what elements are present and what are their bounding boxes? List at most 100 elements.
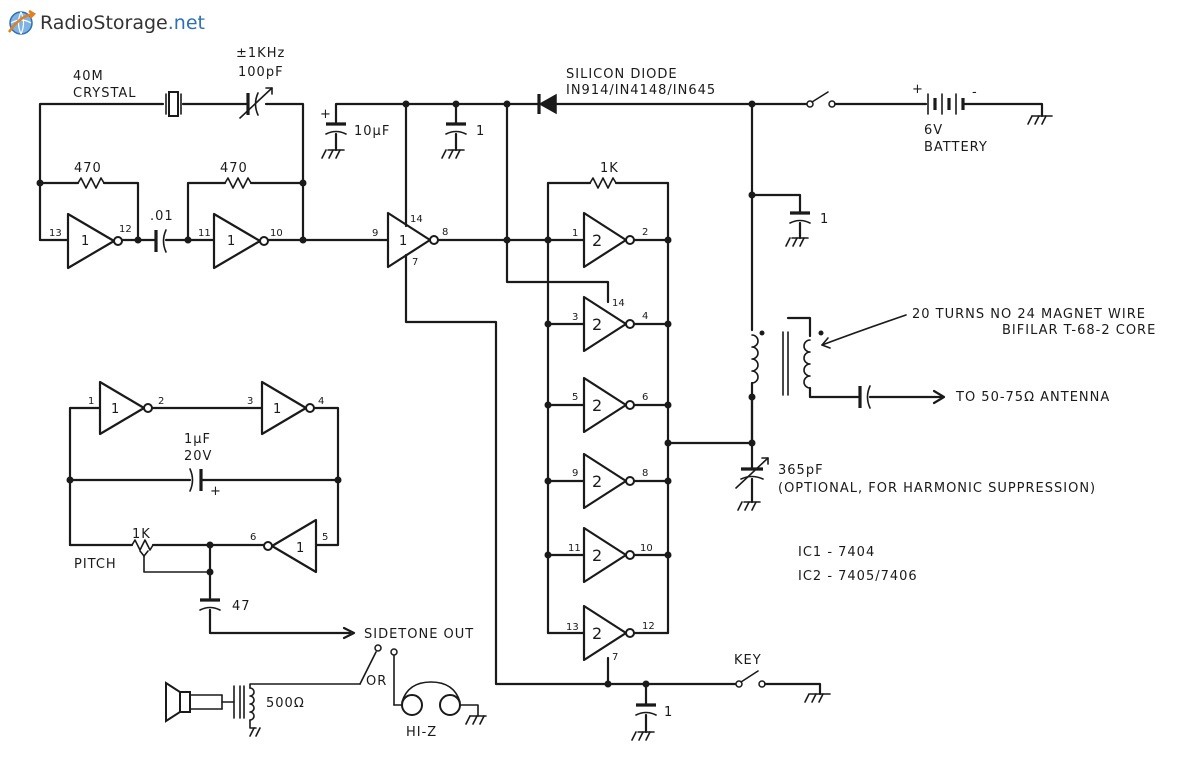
gate-label: 1 — [296, 541, 304, 556]
trimmer-capacitor-symbol — [239, 87, 273, 119]
r470-b-label: 470 — [220, 161, 248, 176]
pin-label: 10 — [270, 228, 283, 239]
pin-label: 1 — [572, 228, 578, 239]
battery-label-1: 6V — [924, 123, 943, 138]
sidetone-section: 1 1 2 1 3 4 + 1µF 20V 1 5 6 1K PITC — [66, 380, 474, 642]
pin-label: 9 — [372, 228, 378, 239]
ic2-gate-3: 2 5 6 — [546, 376, 670, 434]
pin-label: 1 — [88, 396, 94, 407]
pin-label: 8 — [442, 227, 448, 238]
ic2-driver-bank: 1K 2 1 2 2 3 4 14 2 5 6 — [436, 102, 672, 686]
hiz-label: HI-Z — [406, 725, 437, 740]
battery-minus-label: - — [972, 85, 978, 100]
output-selector-switch — [359, 644, 398, 706]
pin-label: 7 — [412, 257, 418, 268]
c1-bottom-label: 1 — [664, 705, 673, 720]
c01-label: .01 — [150, 209, 174, 224]
antenna-label: TO 50-75Ω ANTENNA — [955, 390, 1110, 405]
ground-battery — [1027, 115, 1053, 125]
pin-label: 11 — [568, 543, 581, 554]
sidetone-gate-2 — [260, 380, 308, 436]
resistor-470-b — [224, 177, 252, 189]
watermark-brand: RadioStorage — [40, 12, 168, 34]
watermark-tld: .net — [167, 12, 205, 34]
gate-label: 2 — [592, 472, 602, 491]
speaker-icon — [165, 681, 235, 723]
pin-label: 11 — [198, 228, 211, 239]
pin-label: 14 — [410, 214, 423, 225]
pitch-potentiometer — [131, 539, 154, 551]
capacitor-1uf — [189, 468, 203, 492]
r470-a-label: 470 — [74, 161, 102, 176]
c1uf-label-1: 1µF — [184, 432, 211, 447]
pin-label: 12 — [119, 224, 132, 235]
ic2-label: IC2 - 7405/7406 — [798, 569, 918, 584]
or-label: OR — [366, 674, 387, 689]
globe-arrow-icon — [7, 9, 36, 35]
battery-label-2: BATTERY — [924, 140, 988, 155]
gate-label: 2 — [592, 231, 602, 250]
pin-label: 4 — [318, 396, 324, 407]
oscillator-section: 40M CRYSTAL ±1KHz 100pF 470 470 1 13 12 … — [36, 46, 610, 686]
ic2-gate-6: 2 13 12 7 — [546, 604, 670, 663]
key-section: KEY 1 — [604, 653, 831, 741]
diode-label-2: IN914/IN4148/IN645 — [566, 83, 716, 98]
audio-transformer — [239, 683, 361, 737]
r500-label: 500Ω — [266, 696, 305, 711]
crystal-symbol — [165, 91, 182, 117]
key-switch — [735, 670, 766, 688]
gate-label: 1 — [111, 402, 119, 417]
battery-symbol — [927, 93, 965, 115]
sidetone-label: SIDETONE OUT — [364, 627, 474, 642]
supply-rail: + 10µF 1 SILICON DIODE IN914/IN4148/IN64… — [320, 67, 1053, 159]
pin-label: 8 — [642, 468, 648, 479]
diode-label-1: SILICON DIODE — [566, 67, 678, 82]
pin-label: 5 — [572, 392, 578, 403]
capacitor-output — [858, 385, 871, 409]
ic1-gate-b — [212, 212, 262, 270]
crystal-label-2: CRYSTAL — [73, 86, 137, 101]
power-switch — [806, 91, 836, 108]
coil-label-1: 20 TURNS NO 24 MAGNET WIRE — [912, 307, 1146, 322]
gate-label: 1 — [81, 234, 89, 249]
capacitor-1-bottom — [631, 682, 657, 741]
trimmer-label-1: ±1KHz — [236, 46, 285, 61]
pin-label: 12 — [642, 621, 655, 632]
ic2-gate-1: 2 1 2 — [546, 211, 670, 269]
crystal-label-1: 40M — [73, 69, 104, 84]
pin-label: 5 — [322, 532, 328, 543]
pin-label: 13 — [49, 228, 62, 239]
c1-top-label: 1 — [476, 124, 485, 139]
gate-label: 1 — [399, 234, 407, 249]
pitch-label: PITCH — [74, 557, 117, 572]
c1-right-label: 1 — [820, 212, 829, 227]
ic1-gate-a — [66, 212, 116, 270]
cap-plus-label-2: + — [210, 484, 222, 499]
pin-label: 10 — [640, 543, 653, 554]
ic2-gate-5: 2 11 10 — [546, 526, 670, 584]
diode-symbol — [537, 93, 557, 115]
battery-plus-label: + — [912, 82, 924, 97]
pin-label: 3 — [247, 396, 253, 407]
gate-label: 1 — [273, 402, 281, 417]
watermark-text: RadioStorage.net — [40, 12, 205, 34]
ic2-gate-2: 2 3 4 14 — [546, 295, 670, 353]
primary-coil — [751, 334, 759, 384]
capacitor-10uf — [321, 122, 347, 159]
ic2-gate-4: 2 9 8 — [546, 452, 670, 510]
c1uf-label-2: 20V — [184, 449, 212, 464]
pin-label: 7 — [612, 652, 618, 663]
c10uf-label: 10µF — [354, 124, 390, 139]
c365-label-2: (OPTIONAL, FOR HARMONIC SUPPRESSION) — [778, 481, 1096, 496]
pin-label: 9 — [572, 468, 578, 479]
headphones-icon — [393, 681, 487, 725]
gate-label: 2 — [592, 396, 602, 415]
capacitor-01 — [154, 229, 167, 253]
pin-label: 4 — [642, 311, 648, 322]
r1k-pitch-label: 1K — [132, 527, 151, 542]
coil-label-2: BIFILAR T-68-2 CORE — [1002, 323, 1156, 338]
pin-label: 3 — [572, 312, 578, 323]
variable-capacitor-365pf — [735, 441, 769, 511]
pin-label: 6 — [250, 532, 256, 543]
